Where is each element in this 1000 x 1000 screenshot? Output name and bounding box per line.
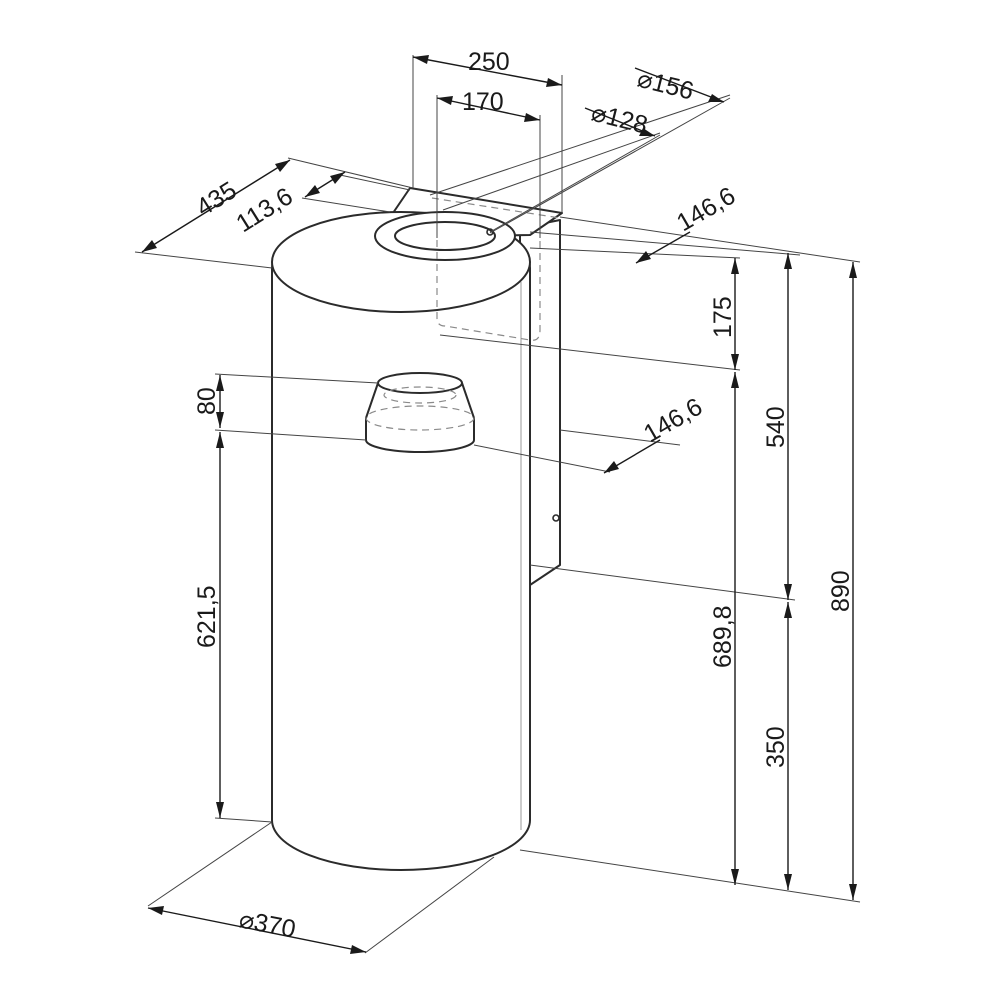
label-outlet-diameter: ⌀156 <box>635 65 697 106</box>
outlet-spigot <box>365 372 475 453</box>
label-inner-outlet-diameter: ⌀128 <box>589 99 651 140</box>
label-body-diameter: ⌀370 <box>237 905 298 943</box>
cylinder-body <box>271 211 531 871</box>
label-width-top: 250 <box>468 48 510 76</box>
label-bottom-height: 350 <box>762 726 790 768</box>
label-top-section-height: 175 <box>709 296 737 338</box>
label-inner-width: 170 <box>462 88 504 116</box>
hidden-lines <box>431 197 561 341</box>
label-lower-height: 621,5 <box>193 585 221 648</box>
label-wall-offset-mid: 146,6 <box>639 393 707 449</box>
top-collar <box>374 211 516 261</box>
extension-lines <box>134 55 861 954</box>
label-mid-height: 689,8 <box>709 605 737 668</box>
label-spigot-height: 80 <box>193 387 221 415</box>
label-wall-offset-top: 146,6 <box>672 182 740 238</box>
label-total-height: 890 <box>827 570 855 612</box>
dimension-lines <box>141 55 857 954</box>
dimension-labels: 250 170 ⌀156 ⌀128 435 113,6 146,6 146,6 … <box>191 48 855 944</box>
label-bracket-height: 540 <box>762 406 790 448</box>
